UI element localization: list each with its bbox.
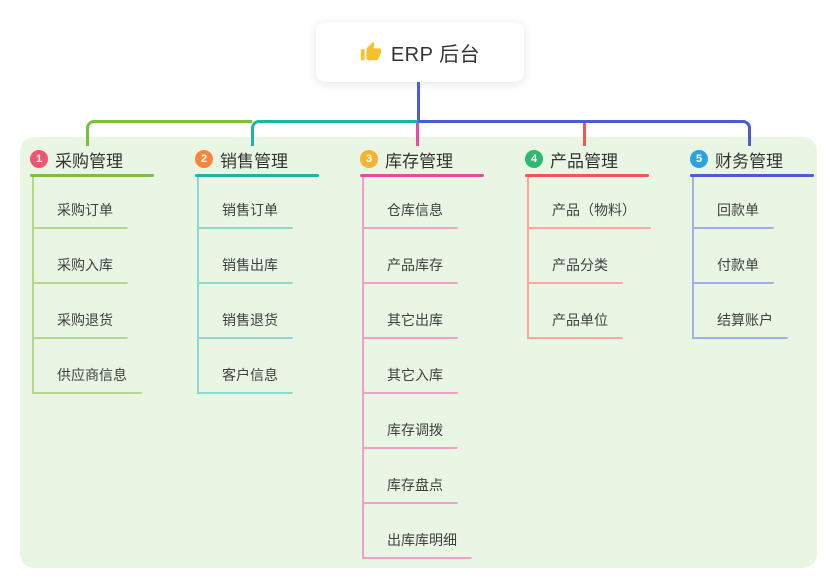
child-node[interactable]: 供应商信息 xyxy=(32,367,142,394)
connector-branch-2 xyxy=(251,120,418,146)
connector-branch-4 xyxy=(583,123,586,146)
child-node[interactable]: 产品库存 xyxy=(362,257,458,284)
tree-line xyxy=(197,177,199,394)
child-node[interactable]: 采购入库 xyxy=(32,257,128,284)
branch-underline xyxy=(360,174,484,177)
child-node[interactable]: 付款单 xyxy=(692,257,774,284)
branch-badge: 5 xyxy=(690,150,708,168)
child-node[interactable]: 销售出库 xyxy=(197,257,293,284)
child-node[interactable]: 产品（物料） xyxy=(527,202,651,229)
child-node[interactable]: 回款单 xyxy=(692,202,774,229)
child-node[interactable]: 销售订单 xyxy=(197,202,293,229)
child-node[interactable]: 产品单位 xyxy=(527,312,623,339)
root-title: ERP 后台 xyxy=(390,43,481,66)
branch-underline xyxy=(195,174,319,177)
branch-heading-1[interactable]: 1 采购管理 xyxy=(30,148,123,171)
child-node[interactable]: 其它入库 xyxy=(362,367,458,394)
canvas-panel xyxy=(20,137,817,568)
child-node[interactable]: 销售退货 xyxy=(197,312,293,339)
child-node[interactable]: 库存调拨 xyxy=(362,422,458,449)
branch-heading-3[interactable]: 3 库存管理 xyxy=(360,148,453,171)
branch-heading-5[interactable]: 5 财务管理 xyxy=(690,148,783,171)
branch-underline xyxy=(690,174,814,177)
tree-line xyxy=(362,177,364,559)
child-node[interactable]: 客户信息 xyxy=(197,367,293,394)
child-node[interactable]: 采购订单 xyxy=(32,202,128,229)
branch-badge: 1 xyxy=(30,150,48,168)
child-node[interactable]: 出库库明细 xyxy=(362,532,472,559)
connector-branch-5 xyxy=(418,120,751,146)
child-node[interactable]: 结算账户 xyxy=(692,312,788,339)
connector-branch-1 xyxy=(86,120,252,146)
branch-badge: 4 xyxy=(525,150,543,168)
tree-line xyxy=(692,177,694,339)
root-node[interactable]: ERP 后台 xyxy=(316,22,524,82)
branch-title: 财务管理 xyxy=(715,151,783,171)
branch-badge: 3 xyxy=(360,150,378,168)
tree-line xyxy=(32,177,34,394)
tree-line xyxy=(527,177,529,339)
branch-heading-2[interactable]: 2 销售管理 xyxy=(195,148,288,171)
branch-title: 采购管理 xyxy=(55,151,123,171)
branch-underline xyxy=(30,174,154,177)
branch-badge: 2 xyxy=(195,150,213,168)
root-connector-line xyxy=(417,82,420,120)
child-node[interactable]: 仓库信息 xyxy=(362,202,458,229)
branch-title: 库存管理 xyxy=(385,151,453,171)
child-node[interactable]: 产品分类 xyxy=(527,257,623,284)
branch-title: 销售管理 xyxy=(220,151,288,171)
child-node[interactable]: 采购退货 xyxy=(32,312,128,339)
thumbs-up-icon xyxy=(360,41,381,61)
connector-branch-3 xyxy=(416,123,419,146)
child-node[interactable]: 其它出库 xyxy=(362,312,458,339)
branch-heading-4[interactable]: 4 产品管理 xyxy=(525,148,618,171)
child-node[interactable]: 库存盘点 xyxy=(362,477,458,504)
branch-underline xyxy=(525,174,649,177)
branch-title: 产品管理 xyxy=(550,151,618,171)
